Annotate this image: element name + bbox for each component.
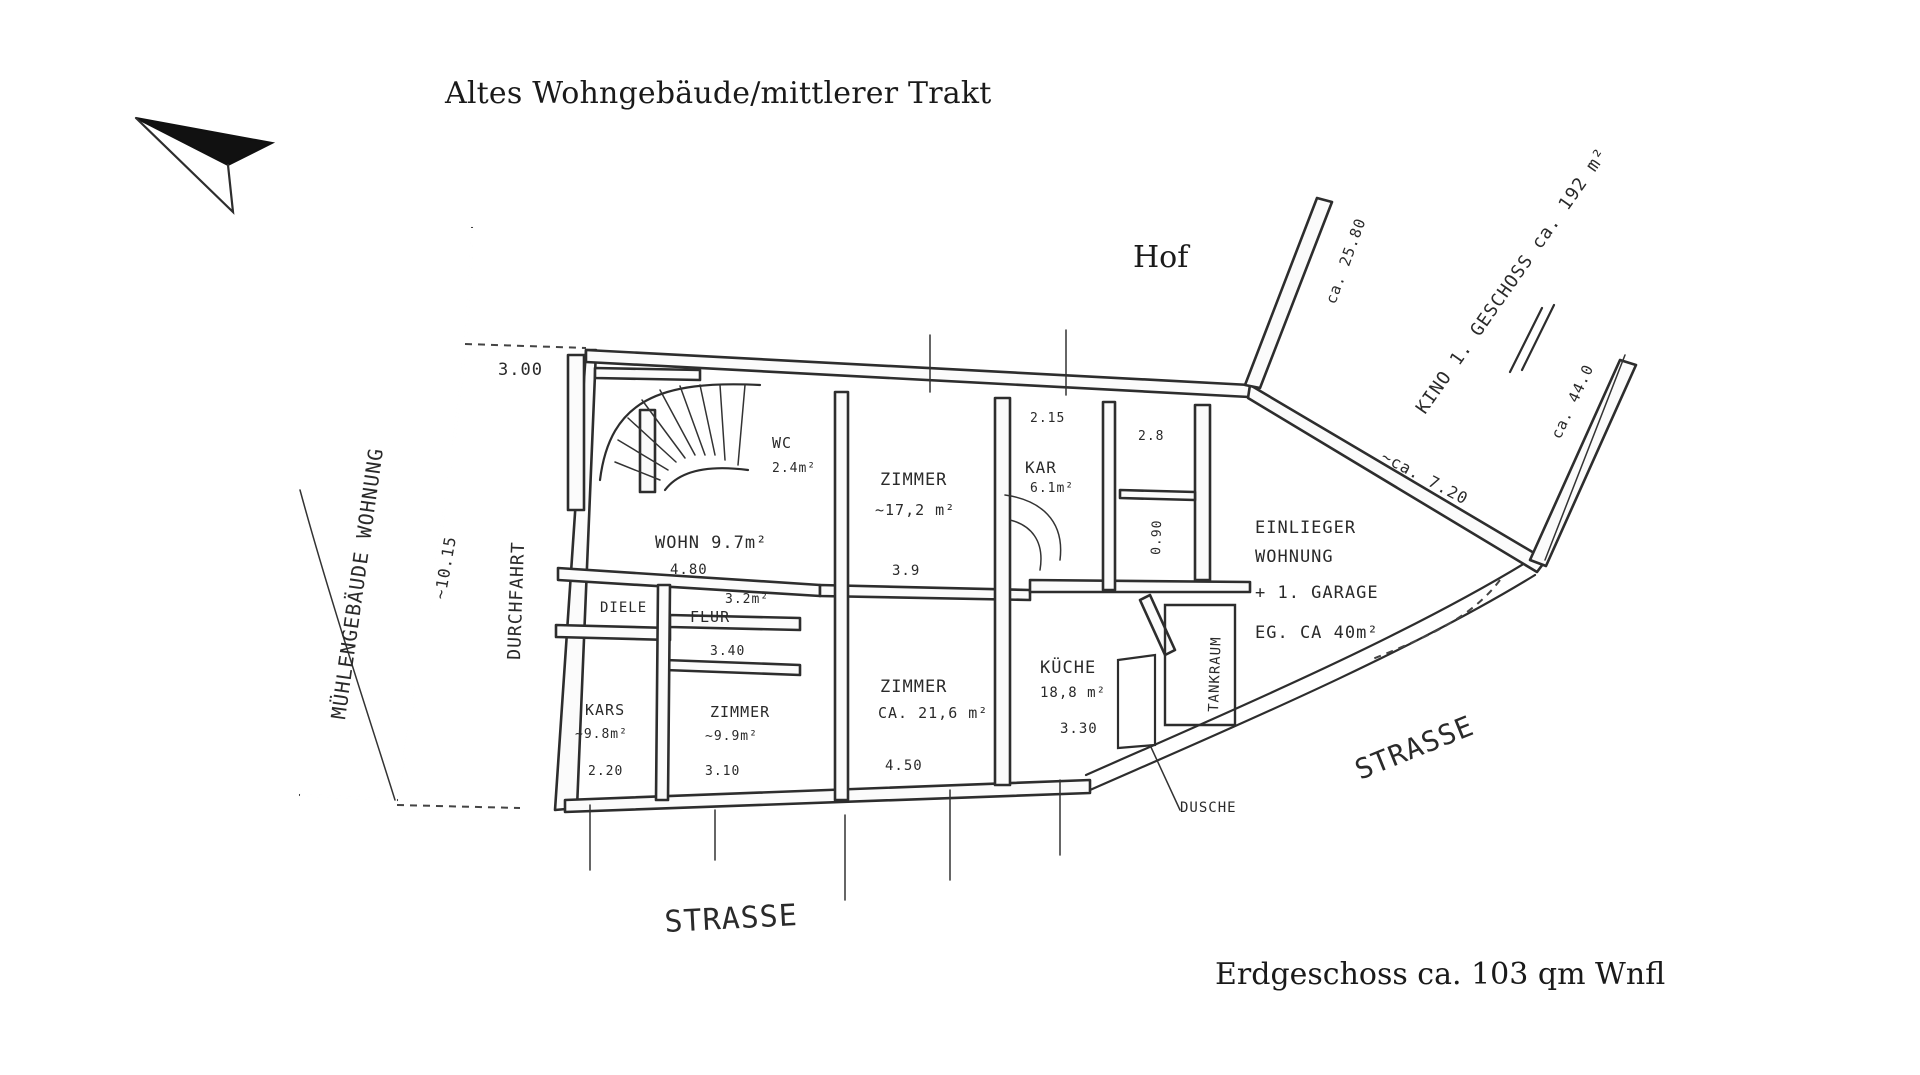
- staircase: [598, 383, 1062, 571]
- room-kars-area: ~9.8m²: [575, 727, 628, 742]
- room-zimmer-1: ZIMMER: [880, 470, 947, 490]
- north-arrow-icon: [134, 116, 276, 215]
- room-abst-area: 2.8: [1138, 429, 1164, 444]
- room-zimmer-3-area: CA. 21,6 m²: [878, 704, 988, 722]
- room-flur-area: 3.2m²: [725, 592, 769, 607]
- room-kar: KAR: [1025, 458, 1057, 477]
- passage-width: 3.00: [498, 360, 543, 380]
- passage-length: ~10.15: [430, 535, 460, 601]
- courtyard-label: Hof: [1133, 240, 1189, 275]
- passage-area: [298, 226, 587, 809]
- room-flur: FLUR: [690, 608, 730, 626]
- room-zimmer-2-area: ~9.9m²: [705, 729, 758, 744]
- passage-label: DURCHFAHRT: [504, 541, 529, 660]
- plan-annotations: MÜHLENGEBÄUDE WOHNUNG DURCHFAHRT 3.00 ~1…: [326, 144, 1612, 940]
- street-bottom-label: STRASSE: [664, 898, 799, 940]
- building-outline: [553, 348, 1548, 814]
- room-wc: WC: [772, 434, 792, 452]
- room-wohn: WOHN 9.7m²: [655, 533, 767, 553]
- room-zimmer-2: ZIMMER: [710, 703, 770, 721]
- room-tankraum: TANKRAUM: [1206, 636, 1225, 712]
- room-kueche: KÜCHE: [1040, 656, 1096, 678]
- room-diele: DIELE: [600, 600, 647, 616]
- window-marks: [589, 329, 1181, 901]
- garage-label-4: EG. CA 40m²: [1255, 623, 1379, 643]
- room-wc-area: 2.4m²: [772, 461, 816, 476]
- interior-walls: [554, 353, 1252, 802]
- garage-label-3: + 1. GARAGE: [1255, 583, 1379, 603]
- room-kar-area: 6.1m²: [1030, 481, 1074, 496]
- room-kueche-area: 18,8 m²: [1040, 685, 1106, 701]
- garage-label-2: WOHNUNG: [1255, 547, 1334, 567]
- room-bad-width: 0.90: [1149, 519, 1165, 555]
- street-right-label: STRASSE: [1350, 709, 1478, 786]
- room-zimmer-1-width: 3.9: [892, 563, 920, 579]
- room-wohn-width: 4.80: [670, 562, 708, 578]
- room-kar-width: 2.15: [1030, 411, 1065, 426]
- garage-label-1: EINLIEGER: [1255, 518, 1356, 538]
- room-kars: KARS: [585, 701, 625, 719]
- room-zimmer-3: ZIMMER: [880, 677, 947, 697]
- room-zimmer-1-area: ~17,2 m²: [875, 501, 955, 519]
- cinema-dim-1: ca. 25.80: [1322, 215, 1370, 306]
- room-kars-width: 2.20: [588, 764, 623, 779]
- room-zimmer-2-width: 3.10: [705, 764, 740, 779]
- room-flur-width: 3.40: [710, 644, 745, 659]
- drawing-title: Altes Wohngebäude/mittlerer Trakt: [445, 76, 992, 111]
- room-dusche: DUSCHE: [1180, 800, 1237, 816]
- floor-area-summary: Erdgeschoss ca. 103 qm Wnfl: [1215, 957, 1666, 992]
- room-zimmer-3-width: 4.50: [885, 758, 923, 774]
- cinema-building: [1243, 196, 1638, 661]
- room-kueche-width: 3.30: [1060, 721, 1098, 737]
